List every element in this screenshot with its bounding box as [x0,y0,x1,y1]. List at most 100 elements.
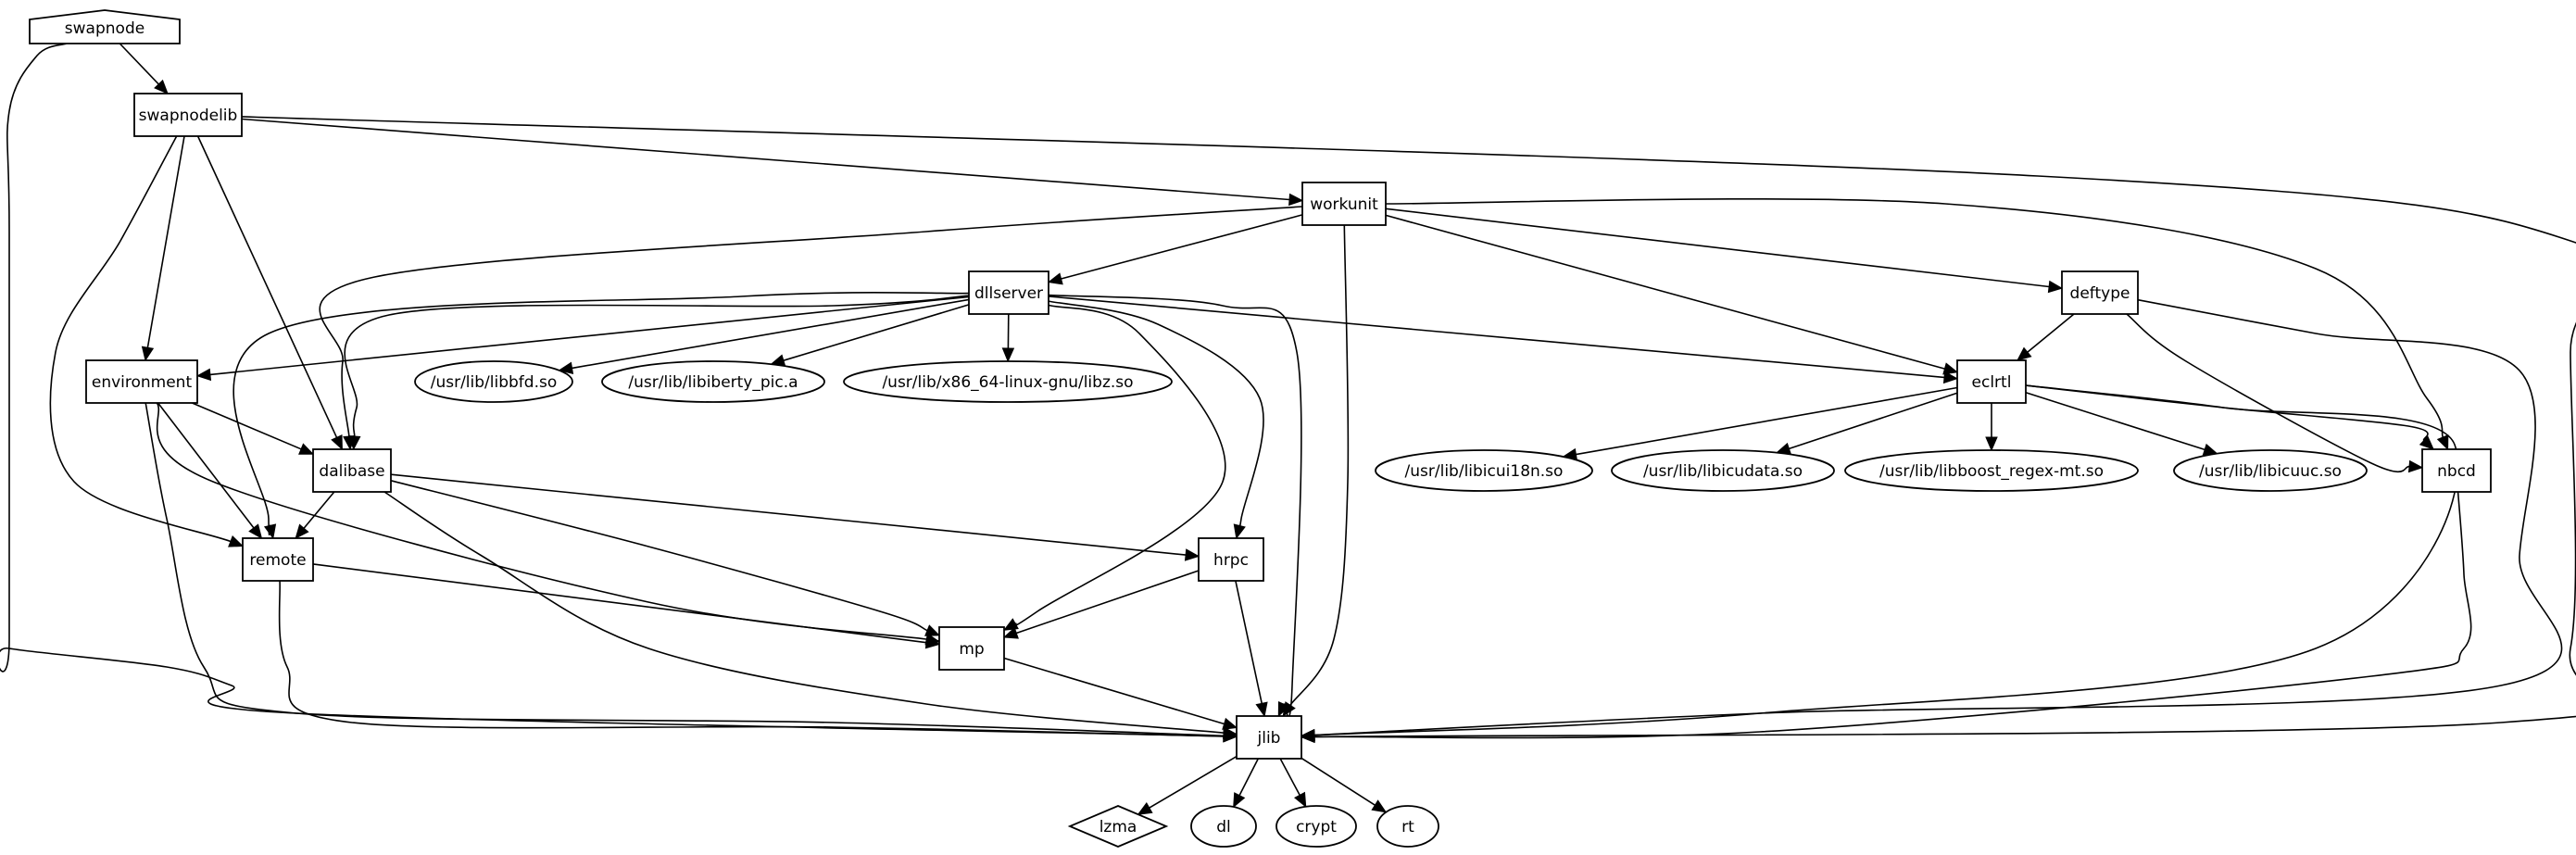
node-remote: remote [242,537,314,582]
node-ellipse [843,360,1173,403]
edge-dalibase-to-hrpc [390,473,1187,556]
edge-remote-to-mp [312,563,927,644]
node-ellipse [2173,449,2368,492]
arrowhead-hrpc-to-jlib [1255,701,1268,718]
arrowhead-workunit-to-nbcd [2436,434,2449,451]
node-hrpc: hrpc [1198,537,1264,582]
edge-workunit-to-jlib [1289,224,1350,706]
node-label-libicuuc: /usr/lib/libicuuc.so [2199,462,2342,481]
node-house [29,9,181,44]
arrowhead-jlib-to-crypt [1293,791,1307,808]
edge-dllserver-to-remote [232,292,970,535]
node-mp: mp [938,626,1005,671]
node-label-jlib: jlib [1257,729,1281,748]
arrowhead-environment-to-dalibase [298,443,315,455]
arrowhead-hrpc-to-mp [1002,626,1019,639]
node-label-dllserver: dllserver [974,284,1043,303]
node-ellipse [1376,805,1439,848]
arrowhead-swapnode-to-swapnodelib [154,79,169,94]
edge-nbcd-to-jlib [1313,491,2472,739]
arrowhead-workunit-to-eclrtl [1942,362,1959,375]
edge-jlib-to-crypt [1279,758,1301,796]
node-libz: /usr/lib/x86_64-linux-gnu/libz.so [843,360,1173,403]
arrowhead-dllserver-to-environment [195,368,212,382]
node-label-swapnodelib: swapnodelib [139,107,238,125]
node-libicuuc: /usr/lib/libicuuc.so [2173,449,2368,492]
edge-deftype-to-nbcd [2126,313,2410,472]
edge-dllserver-to-jlib [1048,294,1302,718]
arrowhead-jlib-to-lzma [1137,801,1153,815]
edge-swapnodelib-to-jlib [241,116,2576,738]
node-environment: environment [85,359,198,404]
edge-workunit-to-dllserver [1061,214,1303,280]
node-label-nbcd: nbcd [2437,462,2476,481]
arrowhead-dllserver-to-hrpc [1233,523,1246,540]
node-ellipse [414,360,573,403]
node-libicudata: /usr/lib/libicudata.so [1611,449,1835,492]
node-libbfd: /usr/lib/libbfd.so [414,360,573,403]
edge-dllserver-to-libiberty [783,304,970,361]
node-label-libbfd: /usr/lib/libbfd.so [431,373,558,392]
node-diamond [1067,805,1169,848]
edge-jlib-to-rt [1301,757,1376,806]
arrowhead-dalibase-to-remote [295,523,309,539]
arrowhead-deftype-to-nbcd [2407,459,2424,473]
arrowhead-dalibase-to-mp [924,624,941,636]
arrowhead-dllserver-to-eclrtl [1942,371,1959,384]
edge-swapnode-to-swapnodelib [119,43,159,85]
edge-dalibase-to-remote [303,491,335,529]
node-box [242,537,314,582]
edge-eclrtl-to-nbcd [2025,384,2429,442]
node-label-dalibase: dalibase [319,462,384,481]
node-label-libiberty: /usr/lib/libiberty_pic.a [628,373,798,392]
edge-environment-to-remote [157,402,255,529]
node-box [2061,270,2139,315]
arrowhead-dllserver-to-libz [1001,347,1015,363]
node-ellipse [1275,805,1357,848]
node-box [1956,359,2027,404]
node-jlib: jlib [1236,715,1302,760]
arrowhead-nbcd-to-jlib [1300,730,1315,744]
node-box [1301,182,1387,226]
edge-layer [0,43,2576,815]
edge-dalibase-to-jlib [383,491,1225,734]
edge-mp-to-jlib [1003,657,1225,725]
edge-eclrtl-to-libicudata [1789,392,1958,450]
node-label-libz: /usr/lib/x86_64-linux-gnu/libz.so [882,373,1133,392]
edge-swapnodelib-to-environment [146,135,185,348]
edge-deftype-to-eclrtl [2027,313,2075,353]
arrowhead-dllserver-to-mp [1002,618,1019,631]
arrowhead-workunit-to-deftype [2047,280,2064,294]
node-label-rt: rt [1401,818,1414,836]
edge-eclrtl-to-jlib [1313,384,2459,736]
edge-workunit-to-dalibase [319,206,1303,437]
edge-environment-to-jlib [145,402,1225,737]
edge-eclrtl-to-libicuuc [2025,392,2205,451]
arrowhead-swapnodelib-to-dalibase [331,434,343,451]
node-dalibase: dalibase [312,448,392,493]
edge-swapnodelib-to-workunit [241,118,1290,201]
arrowhead-jlib-to-rt [1371,799,1388,813]
edge-jlib-to-dl [1238,758,1260,796]
node-dl: dl [1190,805,1257,848]
node-box [938,626,1005,671]
node-label-swapnode: swapnode [65,19,145,38]
edge-deftype-to-jlib [1313,298,2563,736]
node-dllserver: dllserver [968,270,1049,315]
edge-eclrtl-to-libicui18n [1576,386,1958,456]
node-label-crypt: crypt [1296,818,1337,836]
arrowhead-workunit-to-dllserver [1047,272,1063,285]
node-eclrtl: eclrtl [1956,359,2027,404]
arrowhead-swapnodelib-to-remote [228,535,245,547]
edge-environment-to-dalibase [192,402,302,450]
arrowhead-dllserver-to-jlib [1277,701,1290,718]
edge-hrpc-to-jlib [1235,580,1263,704]
edge-dllserver-to-environment [209,295,970,376]
node-lzma: lzma [1067,805,1169,848]
node-ellipse [1190,805,1257,848]
node-label-mp: mp [959,640,984,659]
node-ellipse [1844,449,2139,492]
node-label-libicudata: /usr/lib/libicudata.so [1643,462,1803,481]
